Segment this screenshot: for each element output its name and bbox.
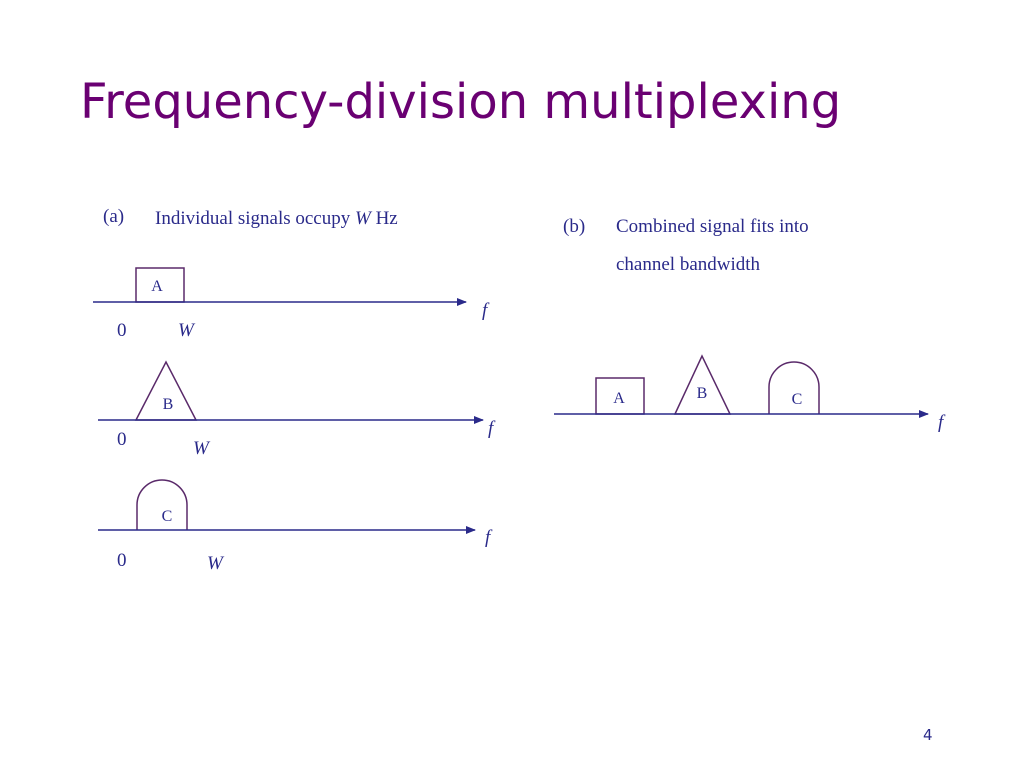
signal-c-label: C: [162, 508, 173, 525]
combined-signal-c-shape: [768, 361, 820, 414]
axis-a3-group: C 0 W f: [98, 479, 493, 574]
axis-a2-origin: 0: [117, 429, 127, 450]
caption-a-text: Individual signals occupy W Hz: [155, 206, 398, 232]
axis-a1-f-label: f: [482, 300, 490, 321]
axis-b-group: A B C f: [554, 354, 946, 433]
combined-signal-b-label: B: [697, 385, 708, 402]
caption-b-line2: channel bandwidth: [616, 254, 761, 275]
signal-a-label: A: [151, 278, 163, 295]
axis-a2-bandwidth: W: [193, 438, 211, 459]
axis-a1-origin: 0: [117, 320, 127, 341]
axis-a3-origin: 0: [117, 550, 127, 571]
caption-b-text: Combined signal fits into channel bandwid…: [616, 208, 809, 284]
axis-a2-group: B 0 W f: [98, 360, 496, 459]
caption-a-before: Individual signals occupy: [155, 208, 355, 229]
axis-b-f-label: f: [938, 412, 946, 433]
combined-signal-a-label: A: [613, 390, 625, 407]
page-number: 4: [923, 726, 933, 744]
combined-signal-c-label: C: [792, 391, 803, 408]
signal-b-label: B: [163, 396, 174, 413]
axis-a2-f-label: f: [488, 418, 496, 439]
caption-b-label: (b): [563, 216, 586, 237]
caption-a-label: (a): [103, 206, 125, 227]
slide-title: Frequency-division multiplexing: [80, 74, 842, 130]
axis-a1-group: A 0 W f: [93, 267, 490, 341]
caption-b-line1: Combined signal fits into: [616, 216, 809, 237]
axis-a1-bandwidth: W: [178, 320, 196, 341]
axis-a3-f-label: f: [485, 527, 493, 548]
caption-a-after: Hz: [370, 208, 398, 229]
caption-a-var: W: [355, 208, 371, 229]
axis-a3-bandwidth: W: [207, 553, 225, 574]
signal-c-shape: [136, 479, 188, 530]
